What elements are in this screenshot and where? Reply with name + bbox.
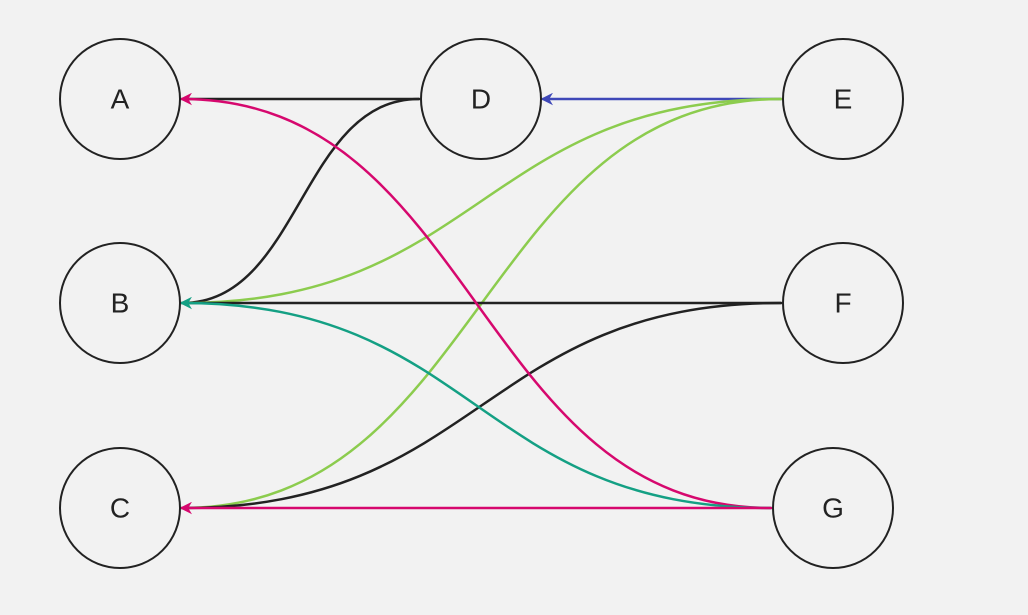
- node-e[interactable]: E: [782, 38, 904, 160]
- edge-f-c: [180, 301, 783, 510]
- node-a-label: A: [111, 84, 130, 115]
- edge-layer: [179, 92, 783, 515]
- node-e-label: E: [834, 84, 853, 115]
- node-a[interactable]: A: [59, 38, 181, 160]
- node-f[interactable]: F: [782, 242, 904, 364]
- node-d-label: D: [471, 84, 491, 115]
- node-g-label: G: [822, 493, 844, 524]
- node-c[interactable]: C: [59, 447, 181, 569]
- node-b[interactable]: B: [59, 242, 181, 364]
- edge-g-b: [179, 296, 773, 510]
- node-g[interactable]: G: [772, 447, 894, 569]
- edge-g-a: [179, 92, 773, 510]
- node-c-label: C: [110, 493, 130, 524]
- node-f-label: F: [834, 288, 851, 319]
- node-d[interactable]: D: [420, 38, 542, 160]
- node-b-label: B: [111, 288, 130, 319]
- node-layer: A B C D E F G: [59, 38, 904, 569]
- edge-d-b: [180, 97, 421, 305]
- edge-e-b: [180, 97, 783, 305]
